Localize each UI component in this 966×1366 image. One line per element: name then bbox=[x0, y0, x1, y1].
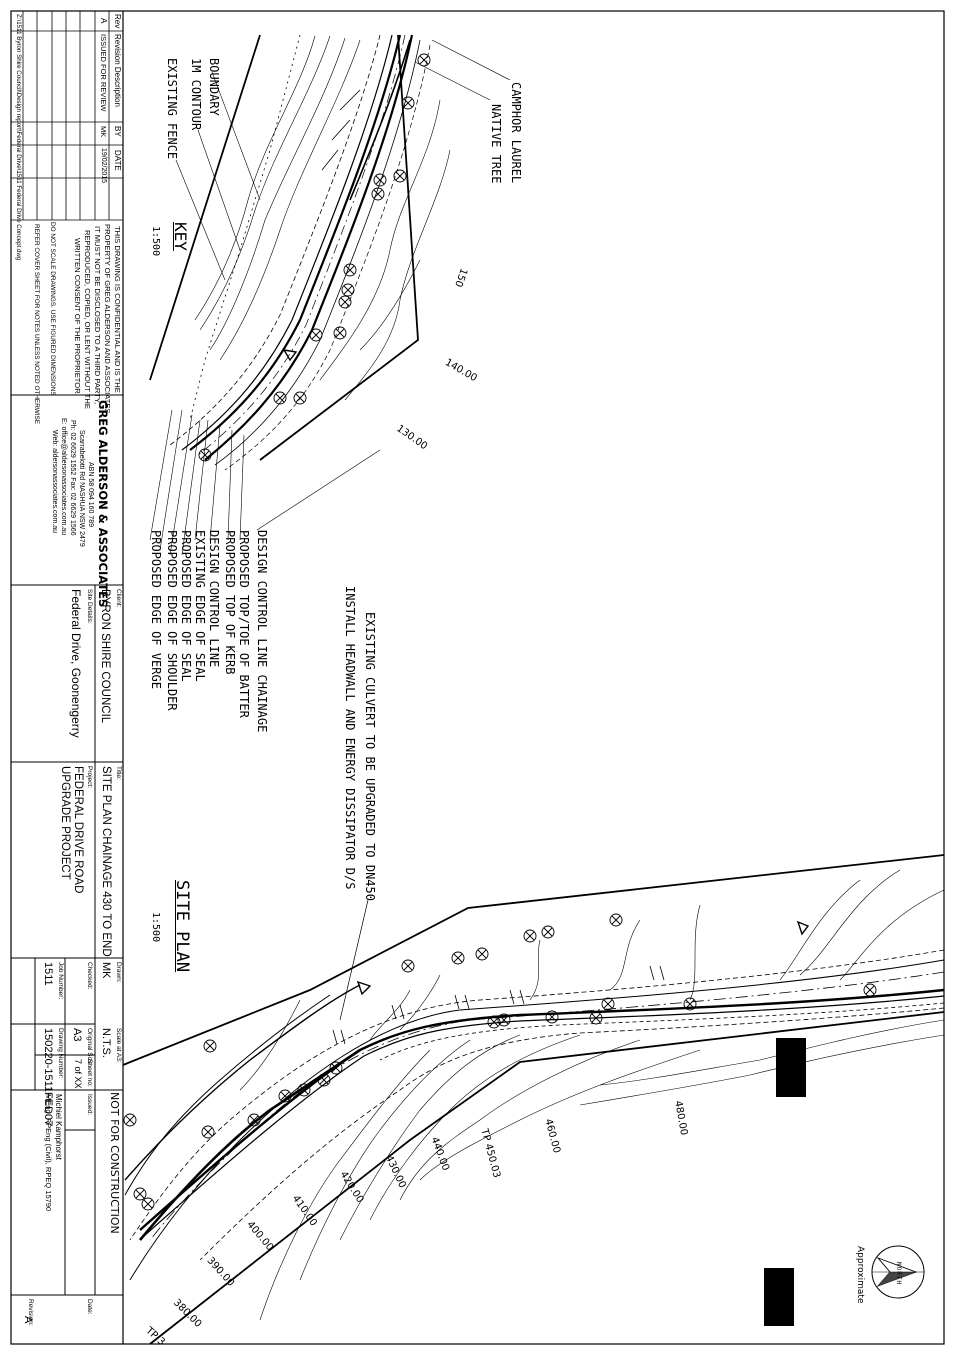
note-do-not-scale: DO NOT SCALE DRAWINGS. USE FIGURED DIMEN… bbox=[49, 222, 56, 396]
key-label-existing-fence: EXISTING FENCE bbox=[165, 58, 179, 160]
legend-design-control-line-chainage: DESIGN CONTROL LINE CHAINAGE bbox=[255, 530, 269, 733]
not-for-construction: NOT FOR CONSTRUCTION bbox=[108, 1092, 121, 1234]
legend-proposed-edge-of-seal: PROPOSED EDGE OF SEAL bbox=[179, 530, 193, 682]
job-number-label: Job Number: bbox=[57, 962, 64, 1000]
tree-symbols-key bbox=[198, 53, 431, 462]
issued-label: Issued: bbox=[86, 1094, 93, 1115]
scale-label: Scale at A3: bbox=[115, 1028, 122, 1063]
title-value: SITE PLAN CHAINAGE 430 TO END bbox=[100, 766, 112, 957]
revision-table-grid bbox=[11, 11, 123, 221]
sheet-value: 7 of XX bbox=[73, 1059, 83, 1089]
legend-design-control-line: DESIGN CONTROL LINE bbox=[207, 530, 221, 668]
rev-row-by: MK bbox=[99, 126, 108, 138]
site-plan-title: SITE PLAN bbox=[172, 880, 192, 973]
key-survey-marker bbox=[282, 349, 298, 362]
confidentiality-line-5: WRITTEN CONSENT OF THE PROPRIETOR. bbox=[73, 238, 82, 396]
culvert-note-line-2: INSTALL HEADWALL AND ENERGY DISSIPATOR D… bbox=[343, 586, 357, 890]
client-value: BYRON SHIRE COUNCIL bbox=[99, 589, 111, 724]
drawn-value: MK bbox=[100, 962, 112, 979]
key-scale: 1:500 bbox=[150, 226, 161, 257]
legend-proposed-top-toe-batter: PROPOSED TOP/TOE OF BATTER bbox=[237, 530, 251, 718]
legend-proposed-top-of-kerb: PROPOSED TOP OF KERB bbox=[223, 530, 237, 675]
title-label: Title: bbox=[115, 766, 122, 780]
rev-row-rev: A bbox=[99, 18, 108, 24]
engineer-name: Michiel Kamphorst bbox=[54, 1094, 63, 1160]
site-details-label: Site Details: bbox=[86, 589, 93, 624]
project-line-2: UPGRADE PROJECT bbox=[59, 766, 71, 880]
company-name: GREG ALDERSON & ASSOCIATES bbox=[96, 400, 110, 608]
tree-symbols-site bbox=[123, 913, 877, 1211]
confidentiality-line-4: REPRODUCED, COPIED, OR LENT WITHOUT THE bbox=[83, 230, 92, 409]
key-label-boundary: BOUNDARY bbox=[207, 58, 221, 116]
legend-existing-edge-of-seal: EXISTING EDGE OF SEAL bbox=[193, 530, 207, 682]
rev-header-date: DATE bbox=[113, 150, 122, 171]
revision-value: A bbox=[22, 1316, 34, 1324]
site-plan-scale: 1:500 bbox=[150, 912, 161, 943]
key-label-1m-contour: 1M CONTOUR bbox=[189, 58, 203, 131]
rev-row-date: 19/02/2015 bbox=[100, 148, 107, 184]
rev-header-rev: Rev bbox=[113, 14, 122, 29]
confidentiality-line-1: THIS DRAWING IS CONFIDENTIAL AND IS THE bbox=[113, 226, 122, 393]
company-phone: Ph: 02 6629 1552 Fax: 02 6629 1566 bbox=[69, 420, 76, 536]
redaction-block-2 bbox=[764, 1268, 794, 1326]
north-arrow-icon bbox=[871, 1245, 925, 1299]
legend-proposed-edge-of-verge: PROPOSED EDGE OF VERGE bbox=[149, 530, 163, 689]
company-address: Scarrabelotti Rd NASHUA NSW 2479 bbox=[78, 430, 85, 547]
company-web: Web: aldersonassociates.com.au bbox=[51, 430, 58, 533]
company-abn: ABN 58 094 160 789 bbox=[87, 462, 94, 527]
scale-value: N.T.S. bbox=[100, 1028, 112, 1058]
culvert-note-line-1: EXISTING CULVERT TO BE UPGRADED TO DN450 bbox=[363, 612, 377, 901]
site-details-value: Federal Drive, Goonengerry bbox=[69, 589, 83, 738]
key-label-camphor-laurel: CAMPHOR LAUREL bbox=[509, 82, 523, 184]
rev-header-by: BY bbox=[113, 126, 122, 137]
sheet-border bbox=[10, 10, 945, 1345]
title-block-grid bbox=[11, 394, 123, 1296]
sheet-label: Sheet no: bbox=[86, 1059, 93, 1087]
north-letters: NORTH bbox=[895, 1262, 902, 1286]
confidentiality-line-3: IT MUST NOT BE DISCLOSED TO A THIRD PART… bbox=[93, 226, 102, 405]
north-approximate-label: Approximate bbox=[855, 1246, 865, 1304]
client-label: Client: bbox=[115, 589, 122, 608]
date-label: Date: bbox=[86, 1299, 93, 1315]
legend-proposed-edge-of-shoulder: PROPOSED EDGE OF SHOULDER bbox=[165, 530, 179, 711]
note-refer-cover: REFER COVER SHEET FOR NOTES UNLESS NOTED… bbox=[33, 224, 40, 425]
key-plan bbox=[149, 34, 511, 556]
site-survey-marker-2 bbox=[356, 980, 372, 996]
drawn-label: Drawn: bbox=[115, 962, 122, 983]
key-label-native-tree: NATIVE TREE bbox=[489, 104, 503, 184]
drawing-number-label: Drawing Number: bbox=[57, 1028, 64, 1079]
engineer-credentials: MEng. RPEng (Civil), RPEQ 15790 bbox=[44, 1094, 53, 1212]
checked-label: Checked: bbox=[86, 962, 93, 990]
redaction-block-1 bbox=[776, 1038, 806, 1097]
key-title: KEY bbox=[171, 222, 190, 251]
project-label: Project: bbox=[86, 766, 93, 789]
job-number-value: 1511 bbox=[42, 962, 54, 986]
file-path: Z:\1511 Byron Shire Council\Design repor… bbox=[15, 14, 22, 261]
site-plan-linework bbox=[122, 854, 945, 1345]
rev-row-description: ISSUED FOR REVIEW bbox=[99, 34, 108, 112]
original-size-value: A3 bbox=[71, 1028, 83, 1042]
rev-header-description: Revision Description bbox=[113, 34, 122, 107]
project-line-1: FEDERAL DRIVE ROAD bbox=[72, 766, 84, 894]
company-email: E: office@aldersonassociates.com.au bbox=[60, 418, 67, 536]
site-survey-marker-1 bbox=[796, 920, 810, 936]
confidentiality-line-2: PROPERTY OF GREG ALDERSON AND ASSOCIATES bbox=[103, 224, 112, 414]
